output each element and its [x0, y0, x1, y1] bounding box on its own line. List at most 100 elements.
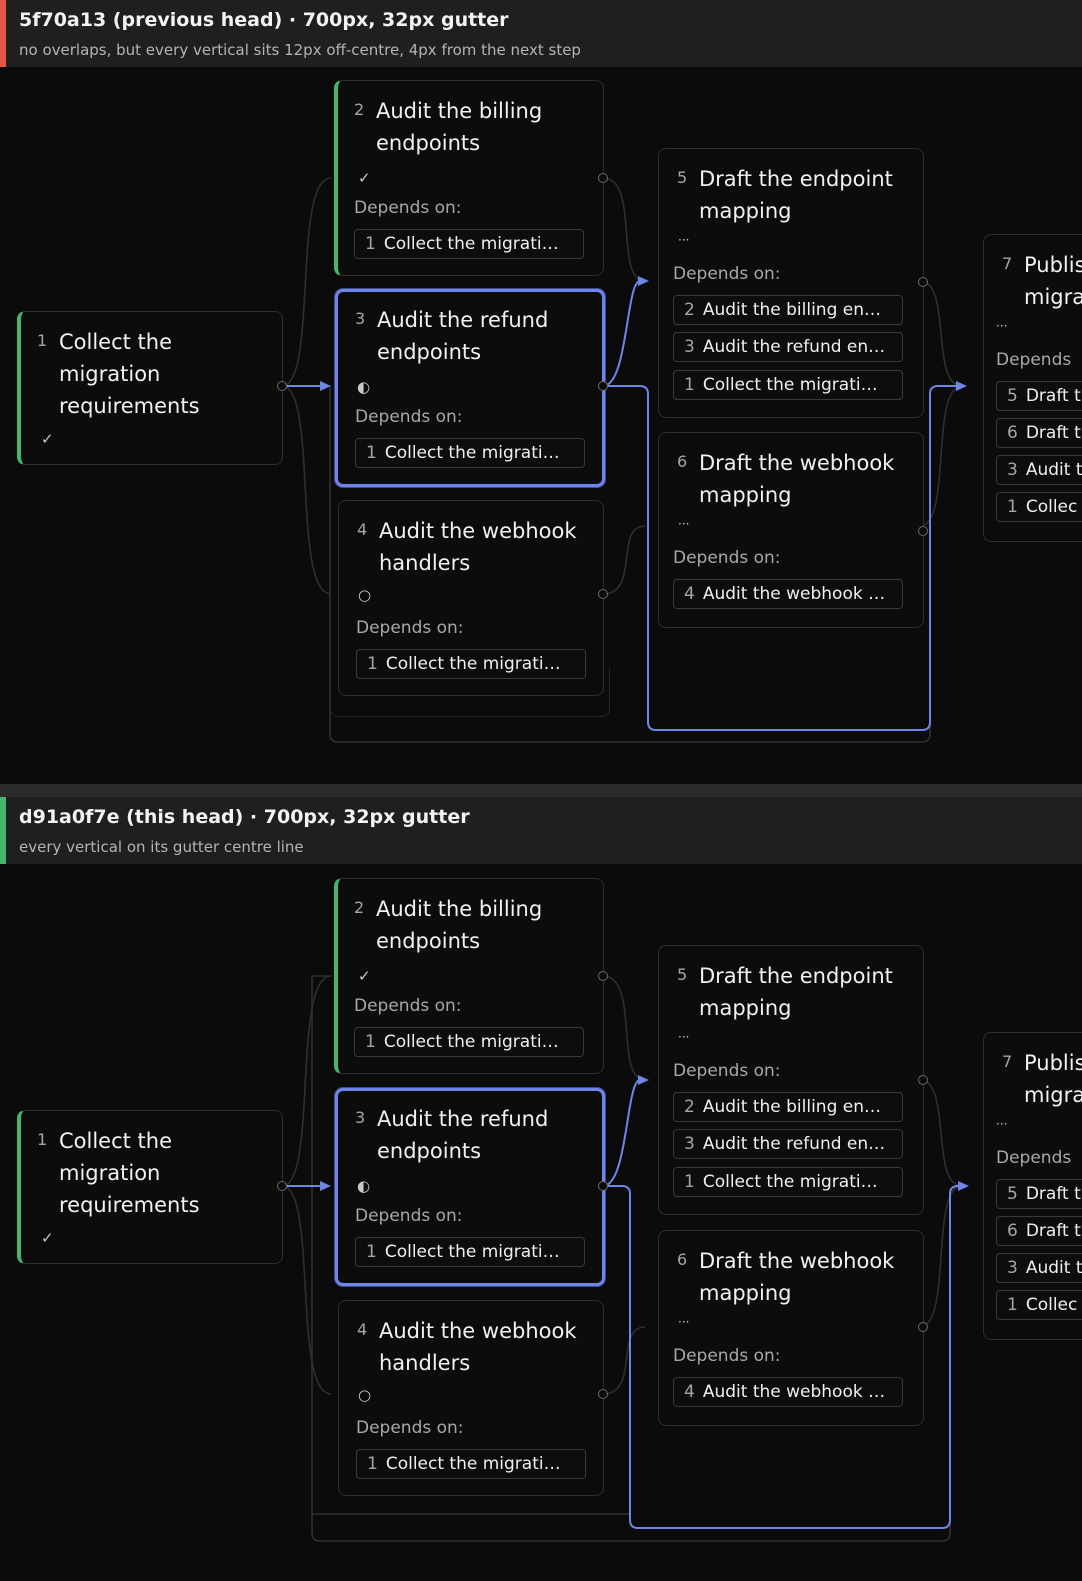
- step-title: Audit the webhook handlers: [379, 519, 577, 575]
- edge-1-7-bypass: [311, 1192, 951, 1542]
- edge-3-7-active: [603, 1185, 962, 1529]
- edge-2-5: [602, 975, 646, 1081]
- depends-on-label: Depends on:: [354, 996, 462, 1016]
- depends-on-label: Depends on:: [356, 1418, 464, 1438]
- step-title: Draft the webhook mapping: [699, 451, 895, 507]
- output-port[interactable]: [918, 526, 928, 536]
- half-circle-icon: ◐: [357, 378, 371, 396]
- step-number: 6: [677, 1250, 688, 1269]
- arrow-head: [638, 1075, 649, 1085]
- output-port[interactable]: [277, 1181, 287, 1191]
- status-accent-bar: [0, 797, 6, 864]
- panel-title: 5f70a13 (previous head) · 700px, 32px gu…: [19, 9, 509, 31]
- output-port[interactable]: [918, 1075, 928, 1085]
- depends-on-label: Depends: [996, 350, 1072, 370]
- step-title: Publis migra: [1024, 253, 1082, 309]
- output-port[interactable]: [598, 381, 608, 391]
- step-node-6[interactable]: 6 Draft the webhook mapping ··· Depends …: [658, 1230, 924, 1426]
- step-number: 7: [1002, 1052, 1013, 1071]
- depends-on-label: Depends on:: [673, 1061, 781, 1081]
- step-node-6[interactable]: 6 Draft the webhook mapping ··· Depends …: [658, 432, 924, 628]
- step-node-2[interactable]: 2 Audit the billing endpoints ✓ Depends …: [334, 878, 604, 1074]
- ellipsis-icon: ···: [996, 1117, 1008, 1131]
- output-port[interactable]: [598, 1181, 608, 1191]
- step-node-1[interactable]: 1 Collect the migration requirements ✓: [17, 1110, 283, 1264]
- step-title: Audit the webhook handlers: [379, 1319, 577, 1375]
- edge-3-5-active: [602, 280, 641, 387]
- status-accent-bar: [0, 0, 6, 67]
- output-port[interactable]: [918, 1322, 928, 1332]
- edge-5-7: [919, 1079, 963, 1187]
- step-number: 7: [1002, 254, 1013, 273]
- step-node-4[interactable]: 4 Audit the webhook handlers ○ Depends o…: [338, 500, 604, 696]
- step-number: 1: [37, 1130, 48, 1149]
- step-node-5[interactable]: 5 Draft the endpoint mapping ··· Depends…: [658, 148, 924, 418]
- depends-on-label: Depends on:: [354, 198, 462, 218]
- step-title: Draft the webhook mapping: [699, 1249, 895, 1305]
- step-node-1[interactable]: 1 Collect the migration requirements ✓: [17, 311, 283, 465]
- step-number: 5: [677, 965, 688, 984]
- column-lane: [330, 668, 610, 717]
- step-node-4[interactable]: 4 Audit the webhook handlers ○ Depends o…: [338, 1300, 604, 1496]
- output-port[interactable]: [598, 1389, 608, 1399]
- check-icon: ✓: [358, 169, 371, 187]
- step-title: Audit the refund endpoints: [377, 1107, 549, 1163]
- output-port[interactable]: [598, 173, 608, 183]
- depends-on-label: Depends on:: [673, 264, 781, 284]
- depends-on-label: Depends: [996, 1148, 1072, 1168]
- edge-1-2-bypass: [311, 975, 630, 1515]
- dependency-edges: [281, 975, 969, 1542]
- output-port[interactable]: [598, 589, 608, 599]
- panel-title: d91a0f7e (this head) · 700px, 32px gutte…: [19, 806, 470, 828]
- edge-1-2: [281, 177, 332, 387]
- edge-2-5: [602, 177, 646, 282]
- step-number: 3: [355, 309, 366, 328]
- step-number: 3: [355, 1108, 366, 1127]
- output-port[interactable]: [598, 971, 608, 981]
- step-node-3[interactable]: 3 Audit the refund endpoints ◐ Depends o…: [335, 1088, 605, 1286]
- step-title: Draft the endpoint mapping: [699, 167, 893, 223]
- arrow-head: [320, 1181, 331, 1191]
- depends-on-label: Depends on:: [673, 548, 781, 568]
- depends-on-label: Depends on:: [356, 618, 464, 638]
- output-port[interactable]: [918, 277, 928, 287]
- output-port[interactable]: [277, 381, 287, 391]
- ellipsis-icon: ···: [678, 233, 690, 247]
- arrow-head: [956, 381, 967, 391]
- panel-header: 5f70a13 (previous head) · 700px, 32px gu…: [0, 0, 1082, 67]
- step-number: 4: [357, 520, 368, 539]
- ellipsis-icon: ···: [996, 319, 1008, 333]
- arrow-head: [958, 1181, 969, 1191]
- step-node-3[interactable]: 3 Audit the refund endpoints ◐ Depends o…: [335, 289, 605, 487]
- step-node-5[interactable]: 5 Draft the endpoint mapping ··· Depends…: [658, 945, 924, 1215]
- panel-divider: [0, 784, 1082, 797]
- step-node-2[interactable]: 2 Audit the billing endpoints ✓ Depends …: [334, 80, 604, 276]
- step-number: 2: [354, 898, 365, 917]
- edge-3-7-active: [603, 385, 958, 731]
- edge-1-4: [281, 1185, 332, 1395]
